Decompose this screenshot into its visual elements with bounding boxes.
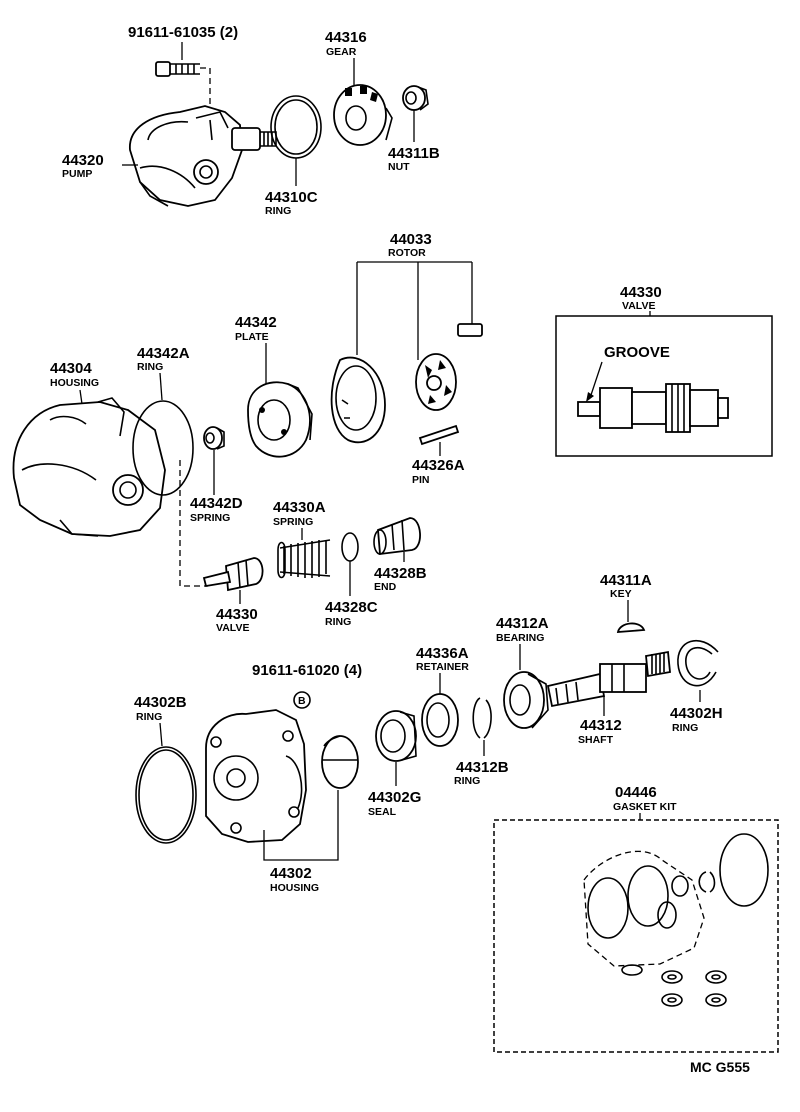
label-plate-number: 44342 (235, 314, 277, 331)
label-ring-c-name: RING (265, 205, 291, 217)
label-key-number: 44311A (600, 572, 652, 589)
label-gasket-kit-name: GASKET KIT (613, 801, 677, 813)
label-retainer-name: RETAINER (416, 661, 469, 673)
label-gasket-kit-number: 04446 (615, 784, 657, 801)
label-valve-detail-name: VALVE (622, 300, 655, 312)
label-valve-name: VALVE (216, 622, 249, 634)
label-spring-a-number: 44330A (273, 499, 326, 516)
label-ring-328c-name: RING (325, 616, 351, 628)
label-end-number: 44328B (374, 565, 427, 582)
label-rotor-name: ROTOR (388, 247, 426, 259)
label-spring-d-name: SPRING (190, 512, 230, 524)
part-end-44328b: 44328B END (373, 517, 427, 593)
label-housing-front-name: HOUSING (50, 377, 99, 389)
part-valve-44330: 44330 VALVE (179, 460, 264, 634)
label-spring-a-name: SPRING (273, 516, 313, 528)
label-ring-302h-name: RING (672, 722, 698, 734)
label-seal-number: 44302G (368, 789, 421, 806)
part-bearing-44312a: 44312A BEARING (496, 615, 549, 729)
label-ring-302b-number: 44302B (134, 694, 187, 711)
part-retainer-44336a: 44336A RETAINER (416, 645, 469, 747)
label-bearing-name: BEARING (496, 632, 544, 644)
label-ring-302b-name: RING (136, 711, 162, 723)
label-nut-number: 44311B (388, 145, 440, 162)
part-ring-44312b: 44312B RING (454, 697, 509, 787)
part-bolt-91611-61035: 91611-61035 (2) (128, 24, 238, 112)
label-bolt-housing-number: 91611-61020 (4) (252, 662, 362, 679)
part-pin-44326a: 44326A PIN (412, 424, 465, 486)
valve-detail-box: 44330 VALVE GROOVE (555, 284, 773, 457)
bolt-symbol-b: B (298, 695, 306, 707)
label-plate-name: PLATE (235, 331, 269, 343)
gasket-kit-box: 04446 GASKET KIT (493, 784, 779, 1053)
part-ring-44302h: 44302H RING (670, 640, 723, 734)
label-spring-d-number: 44342D (190, 495, 243, 512)
label-ring-312b-number: 44312B (456, 759, 509, 776)
label-rotor-number: 44033 (390, 231, 432, 248)
label-shaft-name: SHAFT (578, 734, 614, 746)
diagram-code: MC G555 (690, 1059, 750, 1075)
part-bolt-91611-61020: 91611-61020 (4) B (252, 662, 362, 709)
part-shaft-44312: 44312 SHAFT (546, 650, 671, 746)
label-gear-number: 44316 (325, 29, 367, 46)
part-nut-44311b: 44311B NUT (388, 85, 440, 173)
label-pump-name: PUMP (62, 168, 92, 180)
label-key-name: KEY (610, 588, 632, 600)
label-valve-detail-number: 44330 (620, 284, 662, 301)
label-bolt-pump-number: 91611-61035 (2) (128, 24, 238, 41)
label-nut-name: NUT (388, 161, 410, 173)
part-ring-44310c: 44310C RING (265, 95, 322, 217)
label-ring-328c-number: 44328C (325, 599, 378, 616)
part-housing-44304: 44304 HOUSING (12, 360, 166, 537)
label-ring-312b-name: RING (454, 775, 480, 787)
label-end-name: END (374, 581, 397, 593)
label-ring-a-number: 44342A (137, 345, 190, 362)
part-seal-44302g: 44302G SEAL (368, 710, 421, 818)
part-pump-44320: 44320 PUMP (62, 105, 277, 207)
label-housing-rear-name: HOUSING (270, 882, 319, 894)
part-ring-44342a: 44342A RING (132, 345, 194, 496)
label-retainer-number: 44336A (416, 645, 469, 662)
part-spring-44342d: 44342D SPRING (190, 426, 243, 524)
label-valve-number: 44330 (216, 606, 258, 623)
part-housing-44302: 44302 HOUSING (205, 709, 359, 894)
label-housing-rear-number: 44302 (270, 865, 312, 882)
part-key-44311a: 44311A KEY (600, 572, 652, 633)
part-ring-44328c: 44328C RING (325, 532, 378, 628)
part-ring-44302b: 44302B RING (134, 694, 197, 844)
part-rotor-44033: 44033 ROTOR (330, 231, 483, 444)
label-bearing-number: 44312A (496, 615, 549, 632)
label-ring-a-name: RING (137, 361, 163, 373)
part-spring-44330a: 44330A SPRING (273, 499, 331, 579)
label-seal-name: SEAL (368, 806, 397, 818)
label-pump-number: 44320 (62, 152, 104, 169)
label-shaft-number: 44312 (580, 717, 622, 734)
label-groove-callout: GROOVE (604, 344, 670, 361)
label-gear-name: GEAR (326, 46, 357, 58)
part-gear-44316: 44316 GEAR (325, 29, 393, 146)
label-pin-name: PIN (412, 474, 430, 486)
label-housing-front-number: 44304 (50, 360, 92, 377)
label-pin-number: 44326A (412, 457, 465, 474)
part-plate-44342: 44342 PLATE (235, 314, 313, 458)
label-ring-302h-number: 44302H (670, 705, 723, 722)
label-ring-c-number: 44310C (265, 189, 318, 206)
